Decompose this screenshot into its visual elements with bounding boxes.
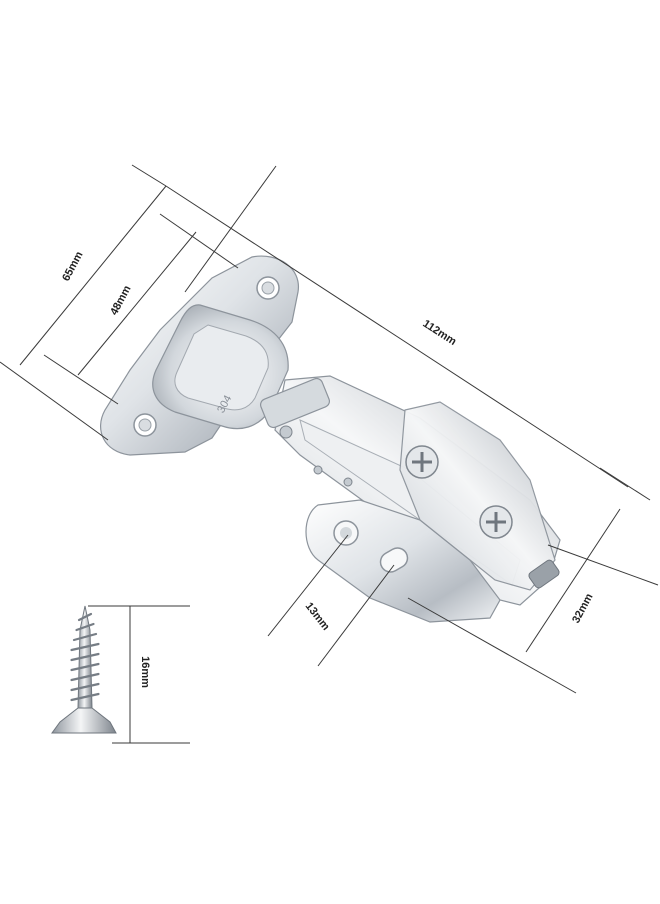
- screw-threads: [70, 612, 100, 702]
- mount-slot-right: [379, 547, 409, 573]
- dim-48-line: [77, 231, 197, 376]
- screw-head: [51, 707, 117, 734]
- thread-ridge: [72, 632, 98, 642]
- thread-ridge: [70, 692, 100, 702]
- dim-112-extension-right: [599, 467, 651, 501]
- dim-48-extension-top: [159, 213, 239, 269]
- dim-48-extension-bottom: [43, 354, 119, 405]
- label-112mm: 112mm: [421, 318, 459, 349]
- dim-13-leader-left: [267, 534, 349, 637]
- dim-112-line: [165, 185, 629, 488]
- dim-112-extension-left: [131, 164, 167, 187]
- thread-ridge: [77, 612, 93, 622]
- dim-32-extension-bottom: [407, 597, 577, 694]
- thread-ridge: [70, 662, 100, 672]
- thread-ridge: [70, 642, 100, 652]
- label-65mm: 65mm: [60, 249, 86, 283]
- hinge-knuckle: [259, 377, 331, 429]
- hinge-image: 304: [100, 255, 561, 623]
- thread-ridge: [70, 652, 100, 662]
- dim-65-line: [19, 185, 167, 366]
- thread-ridge: [75, 622, 95, 632]
- dim-32-line: [525, 508, 621, 653]
- adjust-screw-upper: [405, 445, 439, 479]
- thread-ridge: [70, 672, 100, 682]
- dim-32-extension-top: [547, 544, 659, 586]
- label-13mm: 13mm: [303, 600, 332, 633]
- dim-cup-diagonal: [184, 165, 277, 293]
- screw-image: [51, 605, 117, 734]
- clip-tab: [528, 559, 560, 589]
- dim-65-extension-bottom: [0, 361, 109, 441]
- dim-13-leader-right: [317, 564, 395, 667]
- label-32mm: 32mm: [570, 591, 596, 625]
- label-16mm: 16mm: [139, 656, 151, 688]
- dimension-lines: [0, 164, 659, 744]
- adjust-screw-lower: [479, 505, 513, 539]
- thread-ridge: [70, 682, 100, 692]
